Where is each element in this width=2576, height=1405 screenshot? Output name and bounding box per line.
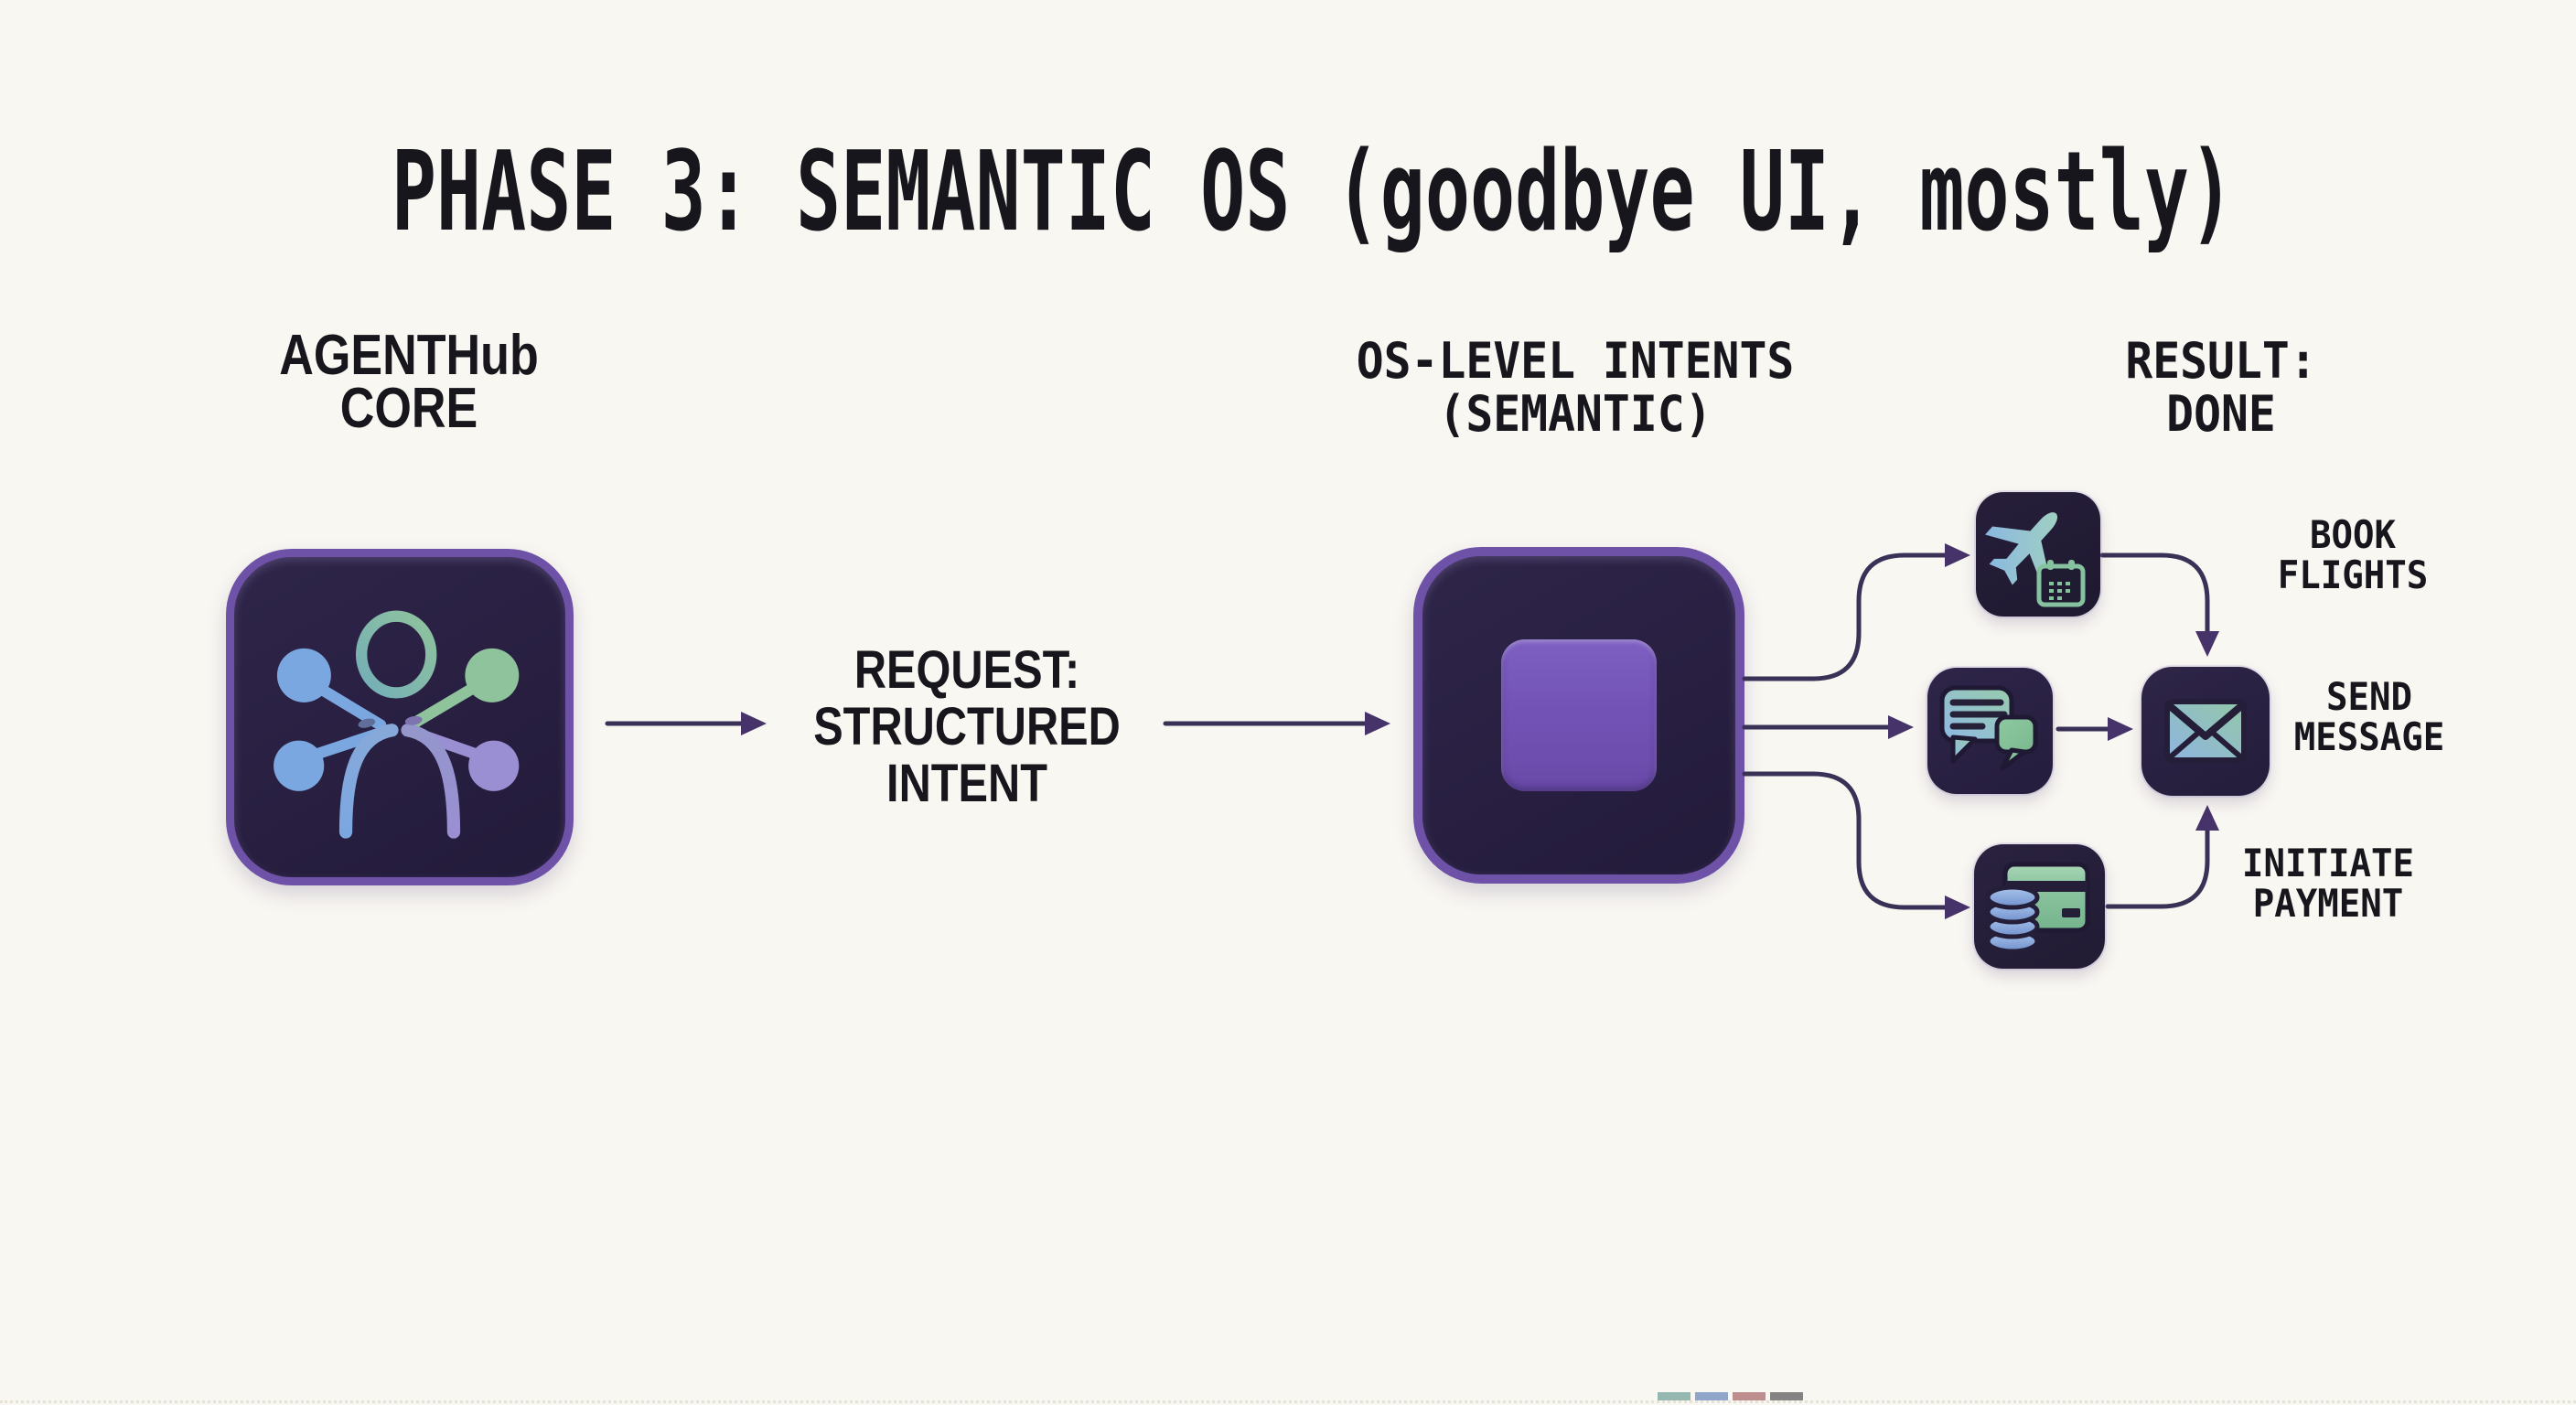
send-message-label-line2: MESSAGE bbox=[2293, 714, 2445, 759]
os-label-line2: (SEMANTIC) bbox=[1438, 385, 1712, 443]
arrow-os-to-initiate-payment bbox=[1742, 771, 1970, 919]
arrow-core-to-request bbox=[605, 712, 767, 735]
request-label-line3: INTENT bbox=[886, 754, 1047, 813]
semantic-intent-square bbox=[1501, 639, 1657, 791]
arrow-message-to-envelope bbox=[2055, 717, 2133, 741]
book-flights-label-line1: BOOK bbox=[2309, 512, 2397, 557]
send-message-label-line1: SEND bbox=[2325, 674, 2413, 719]
strip-blue-segment bbox=[1695, 1392, 1728, 1400]
request-label-line1: REQUEST: bbox=[853, 640, 1080, 700]
strip-red-segment bbox=[1733, 1392, 1766, 1400]
strip-teal-segment bbox=[1658, 1392, 1690, 1400]
book-flights-node bbox=[1976, 492, 2100, 617]
airplane-calendar-icon bbox=[1985, 512, 2086, 607]
os-label-line1: OS-LEVEL INTENTS bbox=[1356, 332, 1795, 390]
calendar-glyph bbox=[2036, 560, 2086, 607]
arrow-os-to-book-flights bbox=[1742, 543, 1970, 681]
request-structured-intent-label: REQUEST: STRUCTURED INTENT bbox=[813, 642, 1121, 812]
agenthub-label-line2: CORE bbox=[339, 377, 478, 440]
agenthub-label-line1: AGENTHub bbox=[279, 324, 539, 387]
coins-card-icon bbox=[1985, 862, 2090, 954]
request-label-line2: STRUCTURED bbox=[813, 697, 1121, 756]
result-done-label: RESULT: DONE bbox=[2125, 335, 2316, 441]
send-message-label: SEND MESSAGE bbox=[2294, 677, 2445, 757]
result-label-line1: RESULT: bbox=[2125, 332, 2317, 390]
strip-dark-segment bbox=[1770, 1392, 1803, 1400]
initiate-payment-node bbox=[1974, 844, 2105, 969]
agenthub-core-node bbox=[226, 549, 574, 885]
send-message-node bbox=[1927, 668, 2053, 794]
agenthub-core-label: AGENTHub CORE bbox=[279, 324, 539, 440]
initiate-payment-label: INITIATE PAYMENT bbox=[2242, 843, 2414, 924]
secondary-bubble bbox=[1994, 714, 2038, 771]
book-flights-label-line2: FLIGHTS bbox=[2277, 552, 2429, 597]
arrow-payment-to-envelope bbox=[2105, 805, 2219, 909]
arrow-flights-to-envelope bbox=[2099, 552, 2219, 657]
os-level-intents-label: OS-LEVEL INTENTS (SEMANTIC) bbox=[1357, 335, 1795, 441]
result-envelope-node bbox=[2141, 667, 2270, 796]
chat-bubbles-icon bbox=[1939, 685, 2038, 771]
arrow-request-to-os bbox=[1163, 712, 1390, 735]
book-flights-label: BOOK FLIGHTS bbox=[2278, 515, 2429, 595]
arrow-os-to-send-message bbox=[1742, 715, 1914, 739]
page-title: PHASE 3: SEMANTIC OS (goodbye UI, mostly… bbox=[391, 129, 2235, 256]
semantic-os-node bbox=[1413, 547, 1744, 884]
agent-network-icon bbox=[274, 610, 520, 839]
coin-stack bbox=[1985, 885, 2040, 954]
bottom-dotted-edge bbox=[0, 1400, 2576, 1403]
result-label-line2: DONE bbox=[2166, 385, 2276, 443]
bottom-color-strip bbox=[1658, 1392, 1803, 1400]
initiate-payment-label-line1: INITIATE bbox=[2241, 841, 2415, 885]
envelope-icon bbox=[2164, 699, 2247, 763]
initiate-payment-label-line2: PAYMENT bbox=[2252, 881, 2404, 926]
